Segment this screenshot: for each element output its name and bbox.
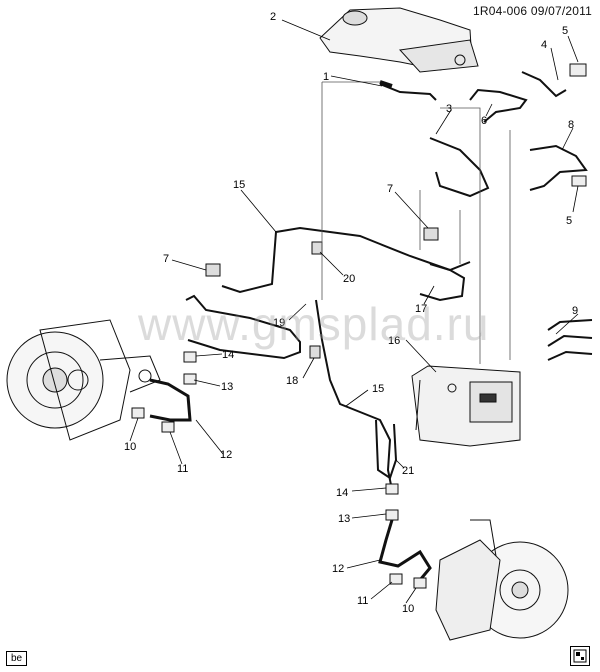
callout-4: 4 [541,39,547,51]
right-wheel-hub-assembly [435,519,569,641]
callout-3: 3 [446,103,452,115]
callout-21: 21 [402,465,414,477]
callout-19: 19 [273,317,285,329]
callout-11-left: 11 [177,463,188,475]
master-cylinder-reservoir [319,7,479,73]
clip-5-lower [571,175,587,187]
brake-pipe-4 [521,71,567,98]
callout-16: 16 [388,335,400,347]
brake-pipe-8 [529,144,588,191]
callout-2: 2 [270,11,276,23]
bracket-14-left [183,351,197,363]
callout-15-upper: 15 [233,179,245,191]
left-wheel-hub-assembly [6,319,161,441]
brake-pipe-1 [379,83,437,101]
clip-5-top [569,63,587,77]
bolt-11-right [389,573,403,585]
brake-hose-12-right [378,519,432,581]
callout-6: 6 [481,115,487,127]
brake-pipe-21 [375,419,398,480]
callout-labels: 2 1 3 4 5 6 8 5 7 7 20 15 19 18 17 16 9 … [124,11,578,615]
page-view-icon [570,646,590,666]
washer-10-left [131,407,145,419]
brake-pipe-3 [429,137,490,198]
callout-14-right: 14 [336,487,348,499]
bolt-11-left [161,421,175,433]
callout-13-left: 13 [221,381,233,393]
leader-lines [321,81,511,364]
brake-pipe-9 [547,319,593,331]
diagram-id: 1R04-006 [472,4,528,18]
callout-7-left: 7 [163,253,169,265]
callout-20: 20 [343,273,355,285]
callout-9: 9 [572,305,578,317]
callout-5-top: 5 [562,25,568,37]
callout-13-right: 13 [338,513,350,525]
brake-hose-12-left [149,378,192,422]
callout-5-lower: 5 [566,215,572,227]
corner-tag: be [6,651,28,666]
callout-12-left: 12 [220,449,232,461]
brake-pipe-15-upper [221,226,471,294]
callout-15-lower: 15 [372,383,384,395]
callout-1: 1 [323,71,329,83]
callout-10-left: 10 [124,441,136,453]
callout-17: 17 [415,303,427,315]
clip-13-left [183,373,197,385]
clip-7-upper [423,227,439,241]
callout-12-right: 12 [332,563,344,575]
diagram-header: 1R04-006 09/07/2011 [473,4,592,18]
callout-7-upper: 7 [387,183,393,195]
callout-11-right: 11 [357,595,368,607]
callout-10-right: 10 [402,603,414,615]
brake-pipe-6 [469,88,528,123]
abs-module [411,365,521,447]
diagram-date: 09/07/2011 [530,4,592,18]
clip-13-right [385,509,399,521]
brake-pipe-15-lower [315,299,393,491]
bracket-14-right [385,483,399,495]
callout-8: 8 [568,119,574,131]
callout-14-left: 14 [222,349,234,361]
callout-leaders [129,19,579,604]
clip-18 [309,345,321,359]
brake-pipe-19 [185,294,301,360]
callout-18: 18 [286,375,298,387]
brake-pipe-17 [419,263,466,302]
clip-7-left [205,263,221,277]
washer-10-right [413,577,427,589]
